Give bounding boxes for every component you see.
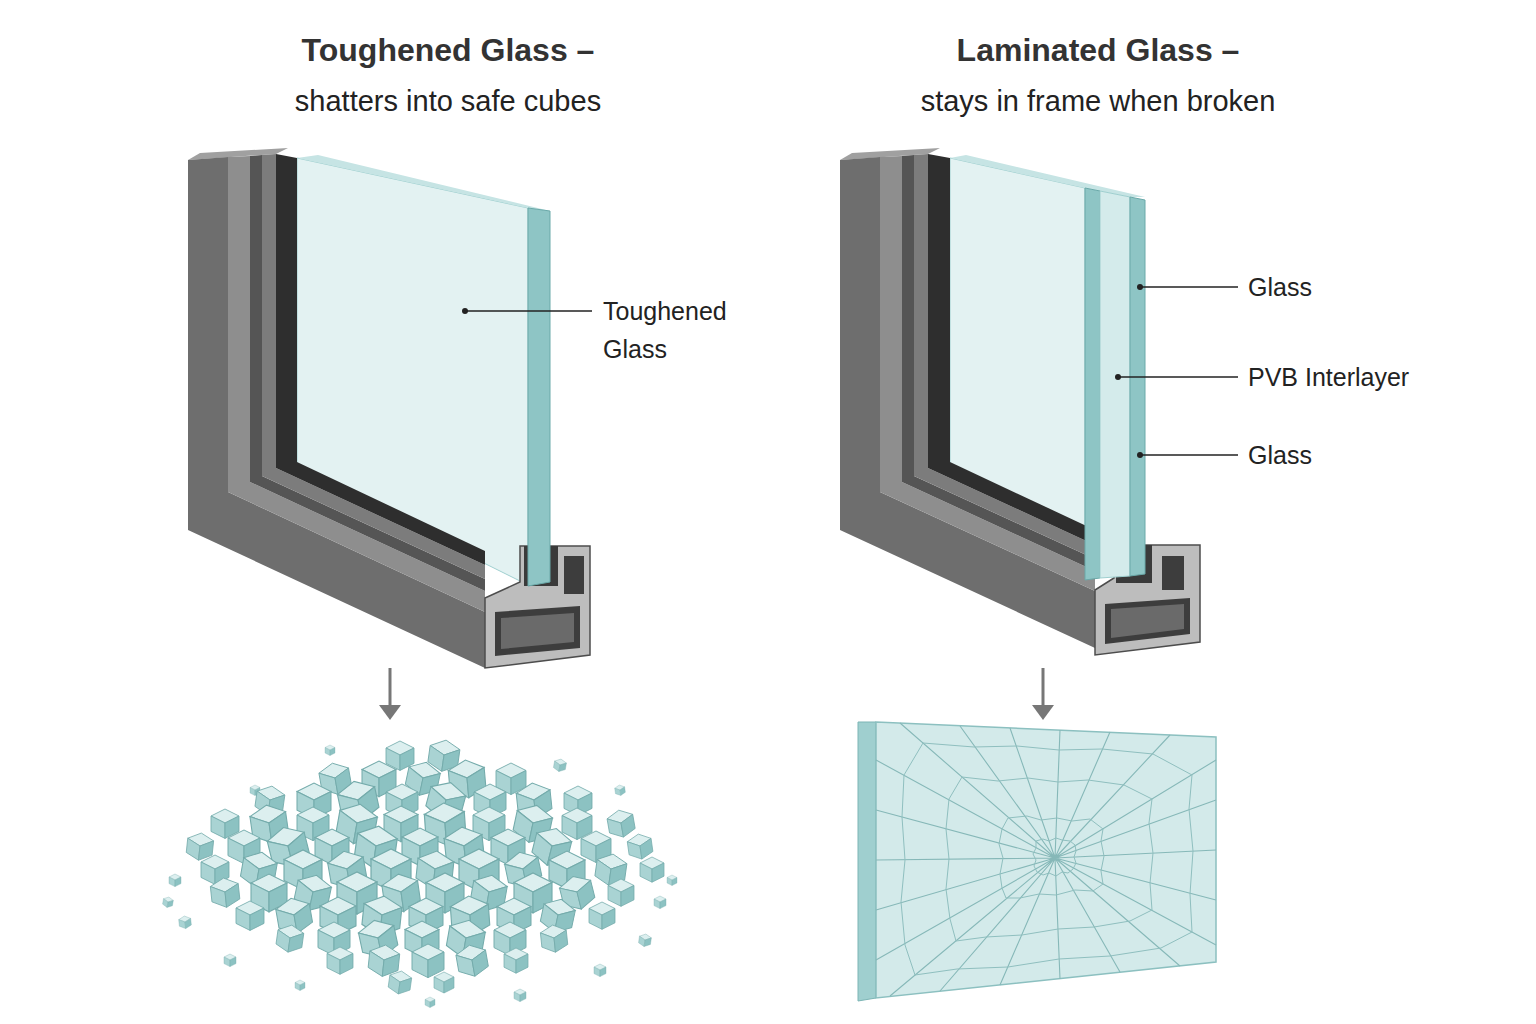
glass-cube	[325, 745, 335, 756]
down-arrow-head	[379, 705, 401, 720]
glass-cube	[553, 758, 567, 772]
glass-top	[297, 155, 550, 211]
profile-chamber	[1162, 556, 1184, 590]
glass-cube	[606, 808, 636, 839]
glass-edge	[528, 208, 550, 586]
panel-subtitle: stays in frame when broken	[921, 84, 1276, 119]
part-label: Glass	[1248, 440, 1312, 470]
glass-cube	[275, 923, 305, 954]
glass-cube	[425, 997, 435, 1008]
glass-cube	[614, 784, 625, 796]
frame-band	[840, 157, 1095, 648]
part-label: Glass	[1248, 272, 1312, 302]
pane-face	[876, 722, 1216, 998]
panel-title: Toughened Glass –	[302, 31, 595, 69]
part-label: PVB Interlayer	[1248, 362, 1409, 392]
down-arrow	[389, 668, 392, 708]
glass-cube	[638, 933, 652, 947]
pane-edge	[858, 722, 876, 1001]
glass-cube	[514, 989, 526, 1002]
glass-cube	[640, 857, 664, 882]
glass-cube-pile	[162, 738, 677, 1007]
glass-cube	[178, 915, 191, 929]
glass-cube	[236, 901, 264, 930]
panel-subtitle: shatters into safe cubes	[295, 84, 601, 119]
glass-cube	[327, 947, 353, 974]
glass-cube	[386, 741, 414, 770]
panel-title: Laminated Glass –	[957, 31, 1240, 69]
ring-crack	[946, 777, 1153, 941]
glass-cube	[654, 896, 666, 909]
down-arrow	[1042, 668, 1045, 708]
leader-line	[1142, 286, 1238, 287]
profile-chamber	[495, 606, 580, 656]
leader-line	[1120, 376, 1238, 377]
profile-chamber	[1105, 598, 1190, 644]
interlayer-edge	[1100, 191, 1130, 578]
glass-cube	[626, 832, 653, 860]
glass-cube	[540, 924, 569, 954]
glass-cube	[211, 809, 239, 838]
leader-line	[1142, 454, 1238, 455]
radial-cracks	[876, 723, 1216, 996]
cracked-laminated-pane	[858, 722, 1216, 1001]
laminated-window	[840, 148, 1238, 720]
toughened-window	[188, 148, 592, 720]
frame-band	[914, 154, 1095, 559]
frame-band	[902, 155, 1095, 571]
glass-cube	[434, 972, 454, 993]
glass-pane-edge	[1085, 188, 1100, 580]
glass-cube	[504, 948, 528, 973]
glass-cube	[455, 943, 490, 979]
glass-top	[950, 155, 1145, 197]
gasket	[928, 154, 1095, 545]
glass-cube	[162, 896, 174, 908]
leader-line	[467, 310, 592, 311]
glass-cube	[589, 902, 615, 929]
glass-cube	[295, 980, 305, 991]
glass-pane-edge	[1130, 197, 1145, 576]
glass-cube	[412, 944, 444, 978]
profile-chamber	[501, 613, 574, 649]
ring-crack	[1033, 838, 1076, 876]
glass-cube	[667, 875, 677, 886]
profile-chamber	[564, 556, 584, 594]
ring-crack	[999, 816, 1104, 898]
part-label: Toughened Glass	[603, 292, 763, 368]
glass-cube	[608, 879, 634, 906]
glass-cube	[169, 874, 181, 887]
ring-crack	[901, 743, 1193, 975]
glass-cube	[387, 970, 412, 996]
glass-cube	[210, 877, 241, 909]
gasket	[276, 154, 485, 565]
down-arrow-head	[1032, 705, 1054, 720]
glass-cube	[594, 964, 606, 977]
glass-cube	[224, 954, 236, 967]
profile-chamber	[1111, 604, 1184, 638]
